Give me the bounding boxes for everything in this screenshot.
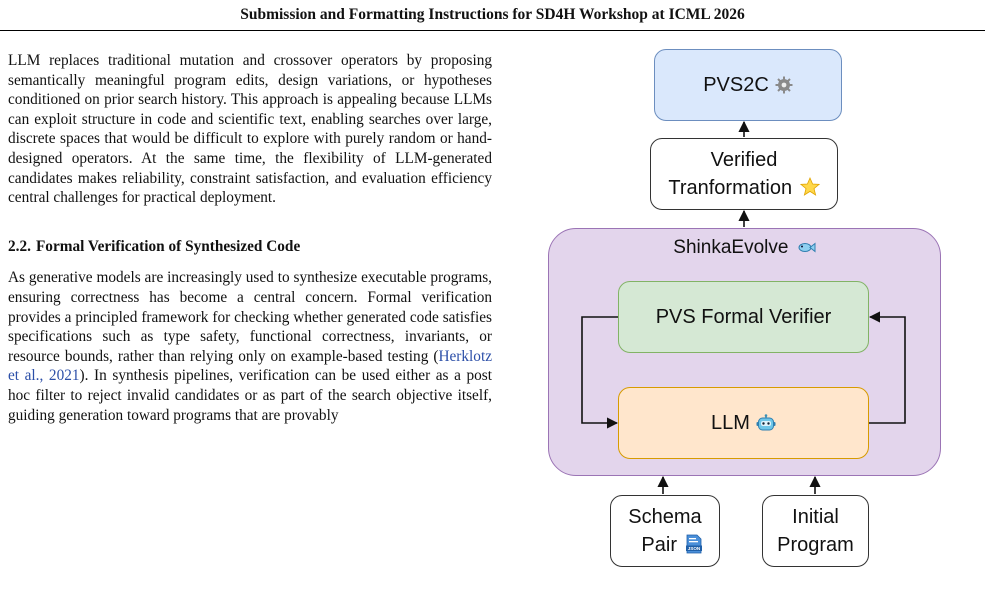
pvs2c-label: PVS2C (703, 74, 769, 96)
running-header: Submission and Formatting Instructions f… (240, 6, 745, 23)
left-column: LLM replaces traditional mutation and cr… (8, 51, 492, 425)
header-rule (0, 30, 985, 31)
citation-link[interactable]: Herklotz et al., 2021 (8, 347, 492, 385)
verified-line1: Verified (710, 149, 778, 171)
json-tag: JSON (687, 546, 700, 551)
verified-transformation-text: Verified Tranformation (668, 146, 820, 202)
fish-icon (798, 242, 816, 254)
verified-transformation-box: Verified Tranformation (650, 138, 838, 210)
section-title: Formal Verification of Synthesized Code (35, 237, 301, 255)
paragraph-text-end: ). In synthesis pipelines, verification … (8, 367, 492, 424)
paragraph-formal-verification: As generative models are increasingly us… (8, 268, 492, 425)
llm-box: LLM (618, 387, 869, 459)
verified-line2-row: Tranformation (668, 174, 820, 202)
shinkaevolve-label: ShinkaEvolve (673, 237, 789, 258)
schema-pair-text: Schema Pair JSON (627, 503, 702, 559)
json-file-icon: JSON (685, 534, 702, 554)
initial-line1: Initial (792, 506, 839, 528)
section-heading: 2.2.Formal Verification of Synthesized C… (8, 237, 492, 257)
gear-icon (775, 76, 793, 94)
schema-line2: Pair (641, 534, 677, 556)
schema-line2-row: Pair JSON (627, 531, 702, 559)
initial-program-box: Initial Program (762, 495, 869, 567)
pvs-formal-verifier-box: PVS Formal Verifier (618, 281, 869, 353)
llm-label: LLM (711, 412, 750, 434)
section-number: 2.2. (8, 237, 31, 255)
pvs2c-box: PVS2C (654, 49, 842, 121)
shinkaevolve-title: ShinkaEvolve (548, 237, 941, 259)
schema-pair-box: Schema Pair JSON (610, 495, 720, 567)
schema-line1: Schema (628, 506, 702, 528)
paragraph-llm-operators: LLM replaces traditional mutation and cr… (8, 52, 492, 207)
initial-program-text: Initial Program (777, 503, 854, 559)
star-icon (799, 176, 820, 196)
paragraph-text-start: As generative models are increasingly us… (8, 269, 492, 365)
initial-line2: Program (777, 534, 854, 556)
verified-line2: Tranformation (668, 177, 793, 199)
arrow-llm-to-verifier (868, 311, 906, 424)
robot-icon (756, 413, 776, 430)
arrow-verifier-to-llm (581, 316, 619, 429)
pvs-formal-verifier-label: PVS Formal Verifier (655, 306, 832, 328)
